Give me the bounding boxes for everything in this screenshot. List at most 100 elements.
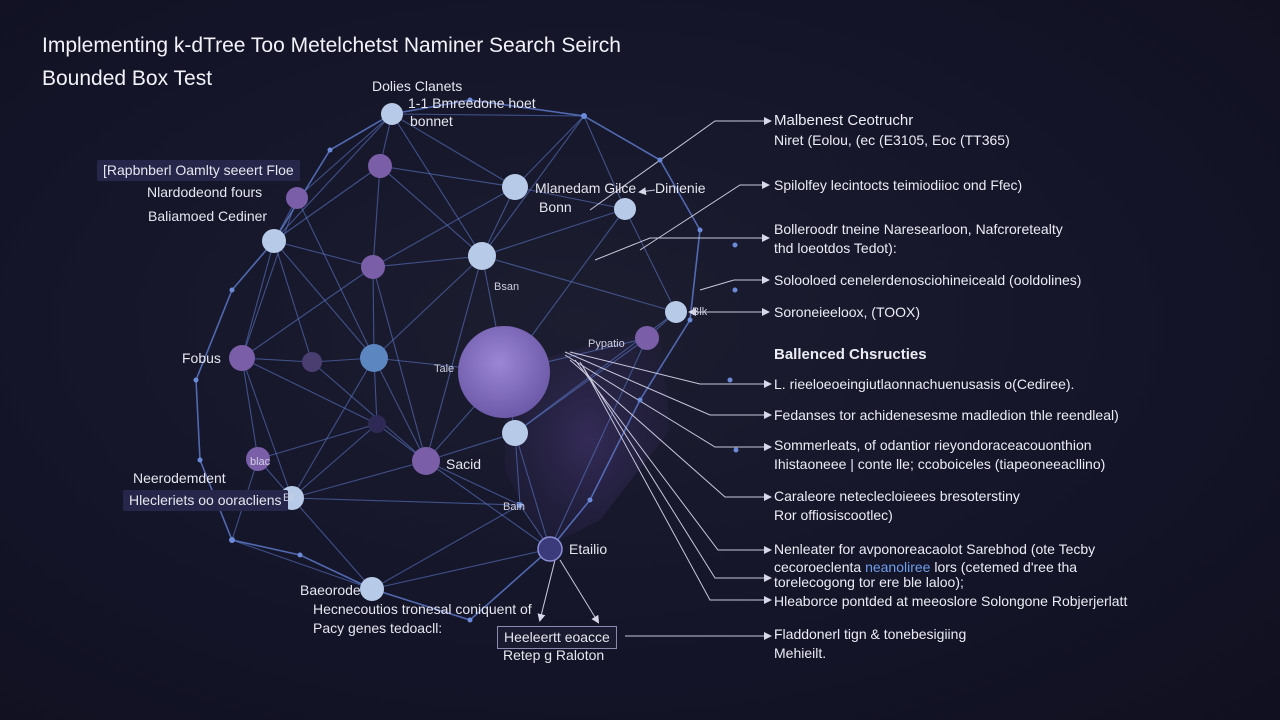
- graph-node: [502, 174, 528, 200]
- graph-node: [302, 352, 322, 372]
- graph-node: [360, 344, 388, 372]
- graph-edge: [624, 208, 677, 313]
- graph-edge: [291, 497, 373, 590]
- graph-edge: [291, 357, 375, 499]
- graph-edge: [514, 337, 648, 434]
- graph-edge: [425, 432, 516, 462]
- graph-node: [368, 154, 392, 178]
- hull-vertex-dot: [657, 157, 663, 163]
- hull-vertex-dot: [697, 227, 703, 233]
- right-text-11a: Nenleater for avponoreacaolot Sarebhod (…: [774, 541, 1096, 557]
- graph-edge: [371, 548, 551, 590]
- graph-edge: [391, 113, 483, 257]
- right-text-1b: Niret (Eolou, (ec (E3105, Eoc (TT365): [774, 132, 1010, 148]
- leader-line: [574, 359, 772, 554]
- leader-line: [594, 234, 770, 261]
- label-lower-left-icon: El: [283, 492, 293, 504]
- label-bottom-node: Etailio: [569, 541, 608, 557]
- graph-edge: [425, 460, 521, 506]
- graph-edge: [425, 255, 483, 462]
- graph-node: [412, 447, 440, 475]
- hull-vertex-dot: [467, 97, 473, 103]
- leader-line: [564, 351, 772, 419]
- graph-node: [537, 536, 563, 562]
- label-bottom-left-a: Baeorode: [300, 582, 361, 598]
- graph-edge: [372, 266, 375, 359]
- graph-edge: [481, 255, 677, 313]
- hull-vertex-dot: [229, 287, 235, 293]
- right-text-3b: thd loeotdos Tedot):: [774, 240, 897, 256]
- graph-edge: [291, 423, 378, 499]
- graph-node: [614, 198, 636, 220]
- right-text-13b: Mehieilt.: [774, 645, 827, 661]
- graph-edge: [514, 432, 551, 550]
- page-title: Implementing k-dTree Too Metelchetst Nam…: [42, 34, 621, 57]
- right-text-8: Fedanses tor achidenesesme madledion thl…: [774, 407, 1119, 423]
- arrow-center-label: [638, 187, 656, 196]
- label-mid-small: Bsan: [494, 281, 520, 293]
- hull-vertex-dot: [193, 377, 199, 383]
- graph-edge: [291, 460, 427, 499]
- graph-edge: [514, 186, 626, 210]
- right-text-1a: Malbenest Ceotruchr: [774, 112, 914, 129]
- graph-edge: [273, 165, 381, 242]
- graph-edge: [296, 113, 393, 199]
- graph-node: [229, 537, 235, 543]
- graph-node: [368, 415, 386, 433]
- leader-line: [639, 181, 770, 251]
- label-center-left-small: Tale: [434, 363, 455, 375]
- label-center-a: Mlanedam Gilce: [535, 180, 637, 196]
- graph-edge: [273, 240, 375, 359]
- graph-node: [635, 326, 659, 350]
- hull-vertex-dot: [197, 457, 203, 463]
- label-lower-mid-small: Bain: [503, 501, 526, 513]
- hull-vertex-dot: [687, 317, 693, 323]
- graph-edge: [241, 357, 259, 460]
- graph-node: [229, 345, 255, 371]
- hull-vertex-dot: [727, 377, 733, 383]
- right-text-9a: Sommerleats, of odantior rieyondoraceaco…: [774, 437, 1092, 453]
- hull-vertex-dot: [732, 242, 738, 248]
- graph-node: [286, 187, 308, 209]
- graph-edge: [481, 115, 585, 257]
- graph-edge: [514, 115, 585, 188]
- label-lower-left-b: Hlecleriets oo ooracliens: [123, 490, 288, 511]
- right-heading-balanced: Ballenced Chsructies: [774, 346, 927, 363]
- right-text-7: L. rieeloeoeingiutlaonnachuenusasis o(Ce…: [774, 376, 1075, 392]
- label-bottom-box-a: Heeleertt eoacce: [497, 626, 617, 649]
- graph-node: [502, 420, 528, 446]
- graph-edge: [311, 361, 427, 462]
- graph-node: [581, 113, 587, 119]
- graph-edge: [241, 266, 374, 359]
- graph-edge: [231, 539, 373, 590]
- right-text-10b: Ror offiosiscootlec): [774, 507, 893, 523]
- right-text-11b: cecoroeclenta neanoliree lors (cetemed d…: [774, 559, 1077, 576]
- right-text-3a: Bolleroodr tneine Naresearloon, Nafcrore…: [774, 221, 1063, 237]
- label-bottom-left-b: Hecnecoutios tronesal coniquent of: [313, 601, 532, 617]
- graph-node: [246, 447, 270, 471]
- graph-edge: [372, 266, 427, 462]
- graph-edge: [481, 208, 626, 257]
- graph-edge: [273, 113, 393, 242]
- graph-edge: [583, 115, 626, 210]
- label-left-mid: Fobus: [182, 350, 221, 366]
- graph-edge: [391, 113, 585, 117]
- graph-edge: [425, 460, 551, 550]
- graph-edge: [273, 240, 313, 363]
- hull-vertex-dot: [297, 552, 303, 558]
- graph-edge: [371, 504, 521, 590]
- label-left-b: Nlardodeond fours: [147, 184, 263, 200]
- hull-vertex-dot: [467, 617, 473, 623]
- label-top-b: 1-1 Bmreedone hoet: [408, 95, 536, 111]
- graph-edge: [372, 186, 516, 268]
- right-text-11b-pre: cecoroeclenta: [774, 559, 866, 575]
- label-bottom-left-c: Pacy genes tedoacll:: [313, 620, 443, 636]
- graph-edge: [373, 357, 427, 462]
- hull-vertex-dot: [327, 147, 333, 153]
- leader-line: [569, 351, 772, 388]
- graph-edge: [379, 165, 483, 257]
- label-right-small: Blk: [692, 306, 708, 318]
- page-subtitle: Bounded Box Test: [42, 67, 213, 90]
- leader-line: [569, 359, 772, 501]
